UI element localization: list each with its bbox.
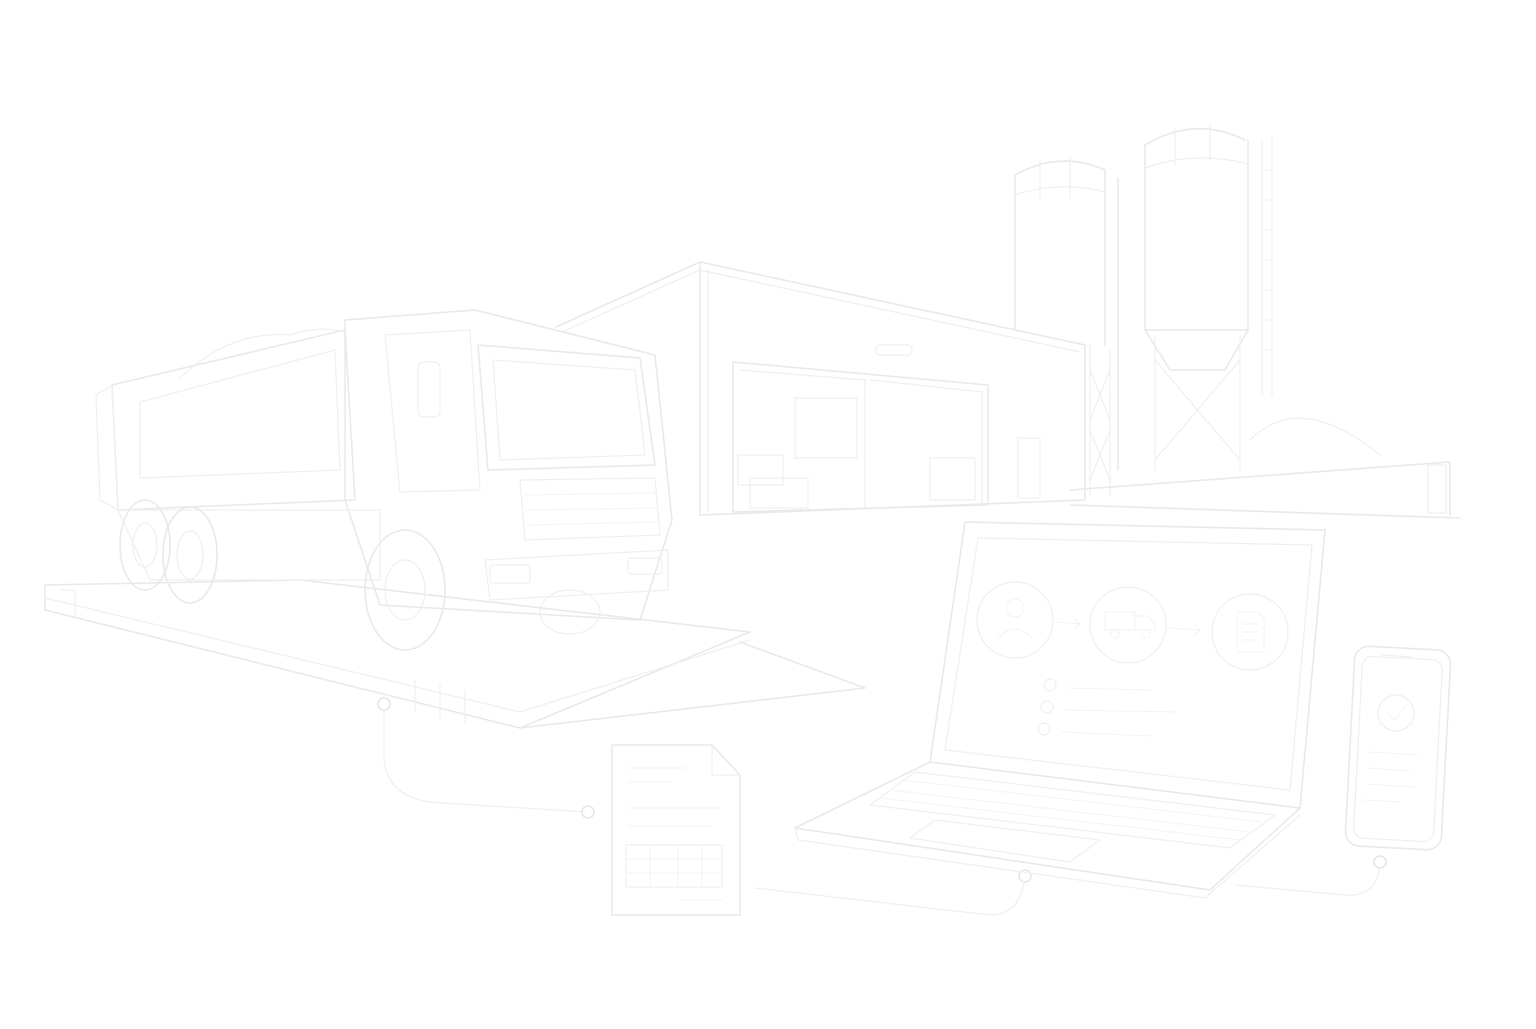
silo-icon: [1014, 123, 1461, 519]
weighbridge-scale-icon: [44, 579, 866, 729]
smartphone-icon: [1344, 645, 1452, 851]
checkmark-icon: [1377, 694, 1415, 732]
truck-icon: [1089, 586, 1167, 664]
laptop-icon: [794, 521, 1326, 899]
document-icon: [611, 744, 741, 916]
document-small-icon: [1211, 593, 1289, 671]
warehouse-icon: [555, 261, 1086, 516]
user-icon: [976, 581, 1054, 659]
dump-truck-icon: [95, 309, 673, 651]
